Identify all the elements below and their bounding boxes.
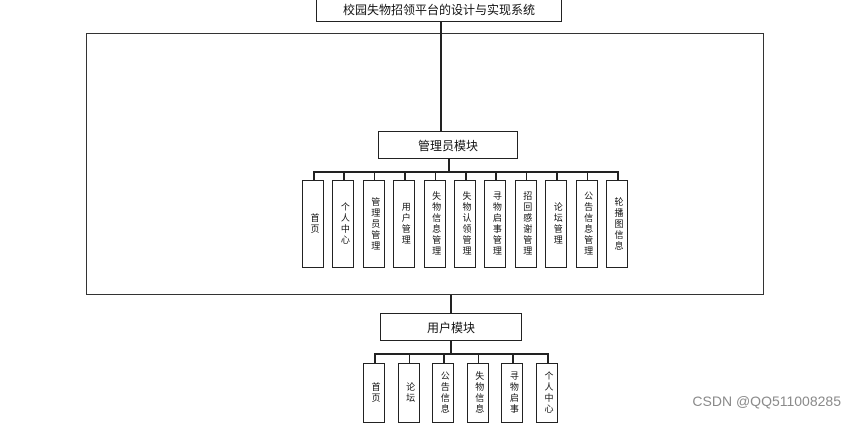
admin-child-label: 用户管理 [399, 202, 410, 246]
admin-module-label: 管理员模块 [417, 138, 478, 153]
watermark: CSDN @QQ511008285 [692, 393, 841, 409]
user-child-connector [477, 353, 480, 363]
user-child-label: 失物信息 [473, 371, 484, 415]
admin-child-label: 寻物启事管理 [490, 191, 501, 257]
user-child-connector [408, 353, 411, 363]
admin-child-connector [617, 171, 619, 180]
user-child-node: 寻物启事 [501, 363, 524, 423]
user-child-node: 首页 [363, 363, 385, 423]
admin-child-connector [465, 171, 467, 180]
admin-child-node: 个人中心 [332, 180, 355, 268]
admin-child-connector [313, 171, 315, 180]
user-child-connector [374, 353, 376, 363]
user-child-label: 公告信息 [438, 371, 449, 415]
user-child-node: 个人中心 [536, 363, 558, 423]
connector-root-admin [440, 22, 442, 131]
admin-child-label: 失物信息管理 [430, 191, 441, 257]
admin-child-connector [556, 171, 558, 180]
admin-child-node: 失物认领管理 [454, 180, 476, 268]
user-child-label: 寻物启事 [507, 371, 518, 415]
admin-frame [86, 33, 764, 295]
connector-admin-bus [448, 159, 450, 171]
root-node: 校园失物招领平台的设计与实现系统 [316, 0, 562, 22]
connector-user-bus [450, 341, 452, 353]
admin-child-connector [373, 171, 376, 180]
admin-child-node: 失物信息管理 [423, 180, 446, 268]
user-child-label: 个人中心 [542, 371, 553, 415]
admin-child-node: 用户管理 [393, 180, 416, 268]
user-child-label: 论坛 [404, 382, 415, 404]
admin-child-node: 论坛管理 [545, 180, 568, 268]
user-module-label: 用户模块 [426, 320, 475, 335]
admin-child-connector [404, 171, 406, 180]
admin-child-node: 招回感谢管理 [514, 180, 537, 268]
user-child-connector [443, 353, 445, 363]
admin-child-label: 论坛管理 [551, 202, 562, 246]
admin-module-node: 管理员模块 [378, 131, 518, 159]
admin-child-label: 招回感谢管理 [521, 191, 532, 257]
admin-child-connector [525, 171, 528, 180]
user-module-node: 用户模块 [380, 313, 522, 341]
admin-child-connector [434, 171, 437, 180]
admin-child-node: 寻物启事管理 [484, 180, 507, 268]
admin-child-node: 公告信息管理 [575, 180, 598, 268]
root-label: 校园失物招领平台的设计与实现系统 [342, 2, 535, 17]
user-child-node: 失物信息 [466, 363, 489, 423]
user-child-node: 论坛 [397, 363, 420, 423]
admin-child-label: 管理员管理 [369, 196, 380, 252]
admin-child-label: 轮播图信息 [612, 196, 623, 252]
admin-child-connector [343, 171, 345, 180]
admin-child-label: 失物认领管理 [460, 191, 471, 257]
admin-child-node: 轮播图信息 [606, 180, 628, 268]
user-bus [374, 353, 547, 355]
user-child-label: 首页 [369, 382, 380, 404]
admin-child-connector [586, 171, 589, 180]
user-child-node: 公告信息 [432, 363, 455, 423]
admin-child-connector [495, 171, 497, 180]
admin-child-label: 个人中心 [338, 202, 349, 246]
admin-child-label: 公告信息管理 [582, 191, 593, 257]
connector-frame-user [450, 295, 452, 313]
admin-child-node: 首页 [302, 180, 324, 268]
user-child-connector [512, 353, 514, 363]
user-child-connector [547, 353, 549, 363]
admin-child-node: 管理员管理 [362, 180, 385, 268]
admin-child-label: 首页 [308, 213, 319, 235]
